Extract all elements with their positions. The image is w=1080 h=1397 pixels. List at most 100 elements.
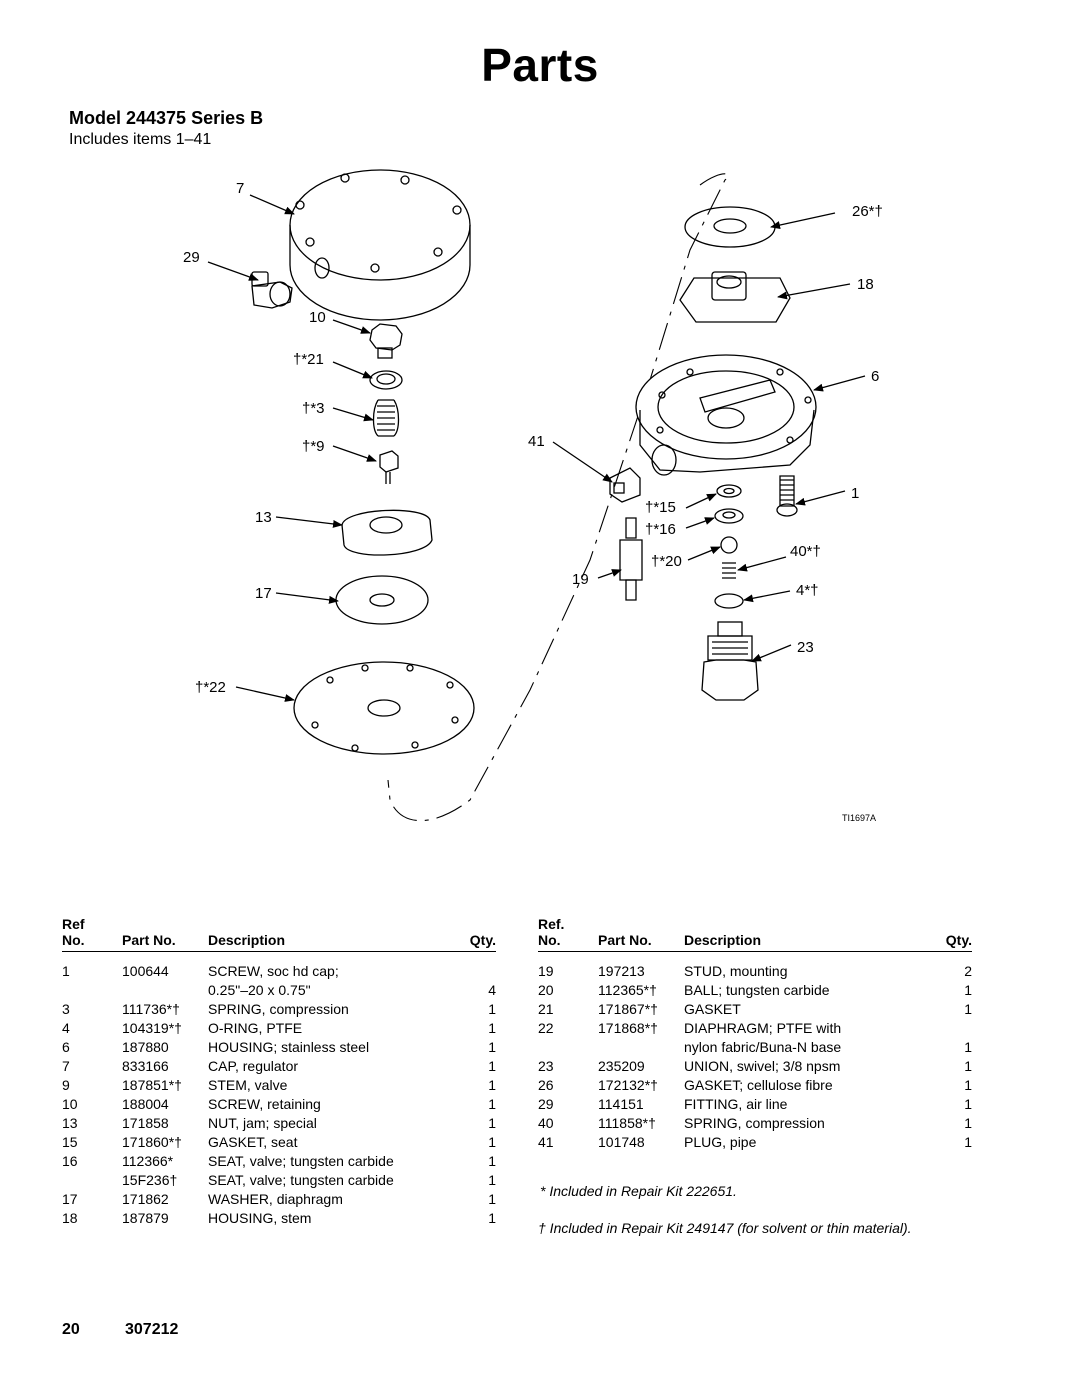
cell-ref: 19 (538, 963, 554, 979)
cell-ref: 17 (62, 1191, 78, 1207)
cell-description: O-RING, PTFE (208, 1020, 303, 1036)
cell-part-no: 101748 (598, 1134, 645, 1150)
housing-stainless-part (635, 354, 817, 476)
cell-description: UNION, swivel; 3/8 npsm (684, 1058, 841, 1074)
cell-ref: 40 (538, 1115, 554, 1131)
cell-description: HOUSING; stainless steel (208, 1039, 370, 1055)
cell-description: GASKET; cellulose fibre (684, 1077, 833, 1093)
cell-description: STUD, mounting (684, 963, 788, 979)
callout-15: †*15 (645, 499, 676, 516)
callout-3: †*3 (302, 400, 325, 417)
callout-29: 29 (183, 249, 200, 266)
gasket-cellulose-part (684, 206, 776, 248)
callout-21: †*21 (293, 351, 324, 368)
cell-ref: 15 (62, 1134, 78, 1150)
cell-qty (432, 952, 496, 982)
nut-jam-part (341, 509, 433, 556)
cell-part-no: 171868*† (598, 1020, 658, 1036)
header-part-no: Part No. (598, 932, 684, 952)
cell-part-no: 172132*† (598, 1077, 658, 1093)
callout-22: †*22 (195, 679, 226, 696)
callout-40: 40*† (790, 543, 821, 560)
cell-part-no: 171862 (122, 1191, 169, 1207)
page-title: Parts (481, 39, 599, 91)
cell-qty: 1 (488, 1210, 496, 1226)
exploded-parts-diagram: 7 29 10 †*21 †*3 †*9 13 17 †*22 26*† 18 … (183, 169, 883, 823)
cell-qty: 1 (488, 1039, 496, 1055)
repair-kit-note-1: * Included in Repair Kit 222651. (540, 1183, 737, 1199)
cell-qty: 1 (964, 1134, 972, 1150)
cell-description: HOUSING, stem (208, 1210, 312, 1226)
callout-20: †*20 (651, 553, 682, 570)
cell-part-no: 171867*† (598, 1001, 658, 1017)
cell-qty: 1 (964, 1001, 972, 1017)
cell-description: PLUG, pipe (684, 1134, 757, 1150)
callout-26: 26*† (852, 203, 883, 220)
callout-4: 4*† (796, 582, 819, 599)
repair-kit-note-2: † Included in Repair Kit 249147 (for sol… (538, 1220, 912, 1236)
union-swivel-part (701, 621, 759, 701)
cell-ref: 13 (62, 1115, 78, 1131)
callout-7: 7 (236, 180, 244, 197)
cell-description: GASKET, seat (208, 1134, 298, 1150)
o-ring-part (714, 593, 744, 609)
cell-description: SCREW, retaining (208, 1096, 321, 1112)
cell-ref: 7 (62, 1058, 70, 1074)
cell-part-no: 112365*† (598, 982, 657, 998)
callout-9: †*9 (302, 438, 325, 455)
cell-part-no: 100644 (122, 963, 169, 979)
cell-part-no: 104319*† (122, 1020, 182, 1036)
cell-qty: 2 (964, 963, 972, 979)
document-number: 307212 (125, 1321, 179, 1338)
callout-13: 13 (255, 509, 272, 526)
cell-qty: 1 (488, 1191, 496, 1207)
cell-qty: 1 (964, 1115, 972, 1131)
callout-6: 6 (871, 368, 879, 385)
cell-part-no: 187880 (122, 1039, 169, 1055)
cell-ref: 41 (538, 1134, 554, 1150)
callout-19: 19 (572, 571, 589, 588)
cell-part-no: 111736*† (122, 1001, 180, 1017)
cell-description: WASHER, diaphragm (208, 1191, 343, 1207)
stem-valve-part (379, 450, 399, 484)
header-part-no: Part No. (122, 932, 208, 952)
cell-part-no: 833166 (122, 1058, 169, 1074)
spring-compression-part (372, 399, 400, 437)
cell-ref: 23 (538, 1058, 554, 1074)
cell-ref (62, 981, 122, 1000)
cell-ref (62, 1171, 122, 1190)
seat-valve-part (714, 508, 744, 524)
cell-qty: 1 (964, 1077, 972, 1093)
cell-description: SCREW, soc hd cap; (208, 963, 339, 979)
cell-description: CAP, regulator (208, 1058, 299, 1074)
callout-17: 17 (255, 585, 272, 602)
callout-16: †*16 (645, 521, 676, 538)
cell-ref: 29 (538, 1096, 554, 1112)
cell-ref (538, 1038, 598, 1057)
cell-qty: 1 (488, 1153, 496, 1169)
cell-part-no: 112366* (122, 1153, 174, 1169)
plug-pipe-part (609, 467, 641, 503)
callout-23: 23 (797, 639, 814, 656)
header-no: No. (538, 932, 598, 952)
page-number: 20 (62, 1321, 80, 1338)
cell-ref: 20 (538, 982, 554, 998)
cell-description: SPRING, compression (208, 1001, 349, 1017)
includes-text: Includes items 1–41 (69, 131, 212, 148)
fitting-air-line-part (251, 271, 293, 309)
cell-ref: 1 (62, 963, 70, 979)
